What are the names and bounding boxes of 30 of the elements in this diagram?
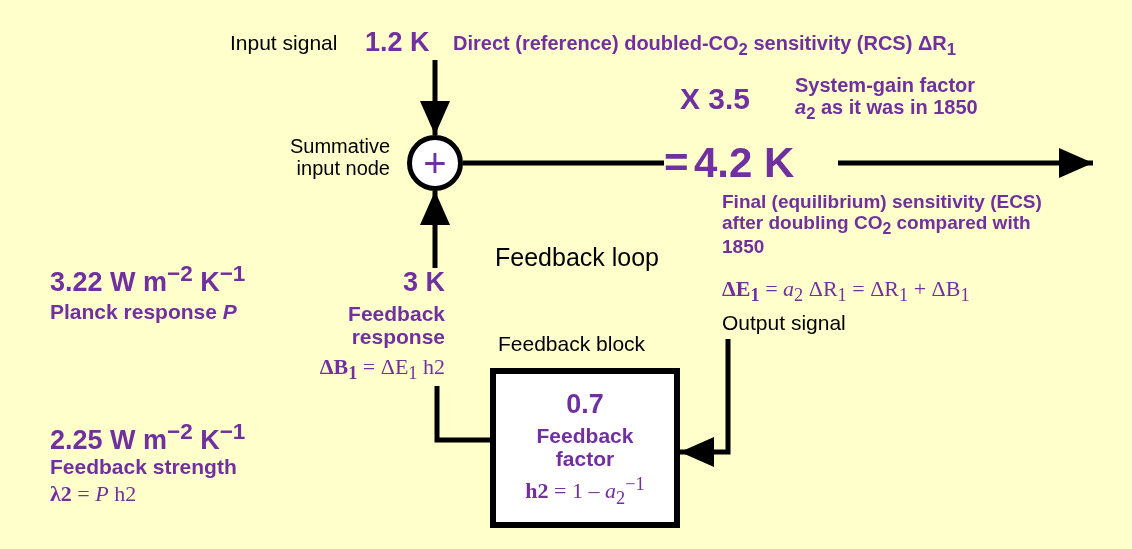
equation: λ2 = P h2 — [50, 482, 137, 507]
description-text: Direct (reference) doubled-CO$_{2}$ sensitivity (RCS) ΔR$_{1}$ — [453, 32, 956, 60]
equation: ΔE$_{1}$ = a$_{2}$ ΔR$_{1}$ = ΔR$_{1}$ + ΔB$_{1}$ — [722, 277, 970, 306]
loop-label: Feedback loop — [495, 244, 659, 272]
connector-line — [463, 160, 664, 166]
arrow — [420, 191, 450, 268]
value-text: 2.25 W m$^{−2}$ K$^{−1}$ — [50, 420, 246, 456]
connector-line — [434, 386, 490, 443]
parameter-label: Feedback strength — [50, 455, 237, 479]
equals-sign: = — [664, 140, 689, 187]
response-label: Feedback response — [347, 302, 445, 349]
arrow — [680, 339, 731, 467]
arrow — [420, 60, 450, 135]
gain-factor-text: System-gain factor a$_{2}$ as it was in 1850 — [795, 74, 979, 124]
value-text: 1.2 K — [365, 28, 430, 58]
value-text: 3 K — [402, 268, 445, 298]
description-text: Final (equilibrium) sensitivity (ECS) after doubling CO$_{2}$ compared with 1850 — [722, 192, 1043, 258]
signal-label: Output signal — [722, 311, 846, 335]
signal-label: Input signal — [230, 31, 338, 55]
equation: ΔB$_{1}$ = ΔE$_{1}$ h2 — [319, 355, 445, 384]
block-heading: Feedback block — [498, 332, 646, 356]
node-caption: Summative input node — [288, 135, 390, 179]
value-text: 3.22 W m$^{−2}$ K$^{−1}$ — [50, 262, 246, 298]
arrow — [838, 148, 1093, 178]
multiplier-text: X 3.5 — [680, 82, 751, 115]
value-text: 4.2 K — [694, 140, 795, 187]
parameter-label: Planck response P — [50, 300, 237, 324]
summing-junction: + — [407, 135, 463, 191]
value-text: 0.7 — [565, 390, 605, 420]
block-label: Feedback factor — [535, 424, 635, 471]
